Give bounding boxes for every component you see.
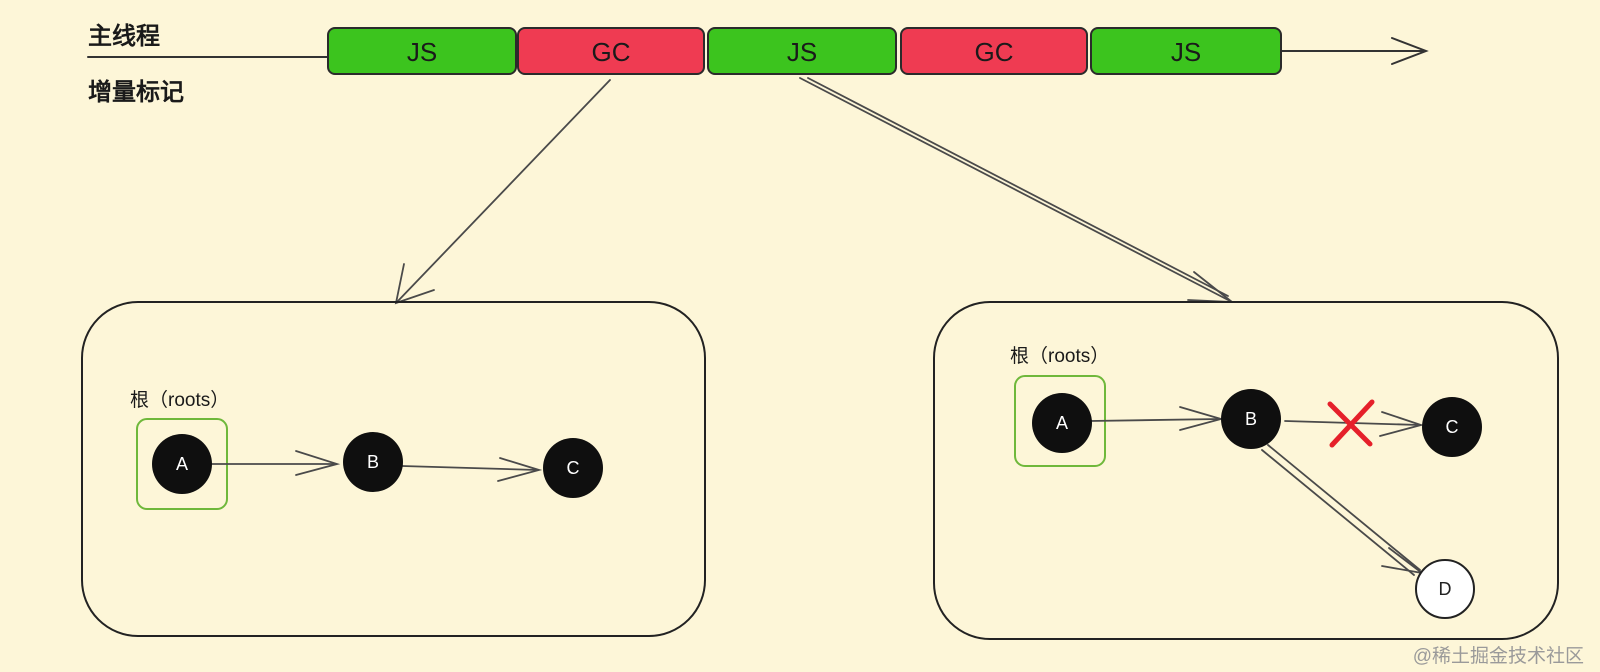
- left-node-c: [543, 438, 603, 498]
- right-arrowhead-b-d: [1381, 547, 1423, 574]
- right-edge-b-d: [1267, 444, 1421, 571]
- segment-js-3: [1090, 27, 1282, 75]
- left-node-a: [152, 434, 212, 494]
- arrow-gc-to-left-panel: [394, 79, 611, 305]
- right-edge-a-b: [1089, 418, 1221, 422]
- left-arrowhead-a-b: [295, 450, 341, 476]
- left-node-c-label: C: [567, 458, 580, 478]
- timeline-arrowhead: [1391, 37, 1429, 65]
- right-node-a-label: A: [1056, 413, 1068, 433]
- right-node-d: [1415, 559, 1475, 619]
- left-node-b-label: B: [367, 452, 379, 472]
- right-arrowhead-b-c: [1379, 411, 1425, 437]
- left-panel: 根（roots） A B C: [81, 301, 706, 637]
- segment-js-3-label: JS: [1171, 37, 1201, 67]
- right-node-c-label: C: [1446, 417, 1459, 437]
- right-panel: 根（roots） A B C D: [933, 301, 1559, 640]
- segment-gc-1-label: GC: [592, 37, 631, 67]
- right-edge-b-d-double: [1261, 449, 1415, 576]
- right-node-a: [1032, 393, 1092, 453]
- segment-gc-2-label: GC: [975, 37, 1014, 67]
- left-panel-frame: [81, 301, 706, 637]
- segment-js-2: [707, 27, 897, 75]
- incremental-marking-label: 增量标记: [88, 78, 184, 106]
- left-edge-b-c: [401, 465, 539, 471]
- cross-mark-icon: [1327, 399, 1375, 448]
- segment-js-1-label: JS: [407, 37, 437, 67]
- watermark: @稀土掘金技术社区: [1413, 645, 1584, 667]
- right-panel-frame: [933, 301, 1559, 640]
- left-node-b: [343, 432, 403, 492]
- left-node-a-label: A: [176, 454, 188, 474]
- timeline-segments: JS GC JS GC JS: [327, 27, 1282, 75]
- right-root-label: 根（roots）: [1010, 345, 1109, 367]
- main-thread-label: 主线程: [88, 23, 160, 50]
- right-node-b: [1221, 389, 1281, 449]
- segment-js-1: [327, 27, 517, 75]
- left-arrowhead-b-c: [497, 457, 543, 482]
- right-node-c: [1422, 397, 1482, 457]
- segment-js-2-label: JS: [787, 37, 817, 67]
- right-node-b-label: B: [1245, 409, 1257, 429]
- segment-gc-2: [900, 27, 1088, 75]
- left-root-label: 根（roots）: [130, 389, 229, 411]
- right-node-d-label: D: [1439, 579, 1452, 599]
- segment-gc-1: [517, 27, 705, 75]
- arrow-js-to-right-panel: [799, 77, 1235, 304]
